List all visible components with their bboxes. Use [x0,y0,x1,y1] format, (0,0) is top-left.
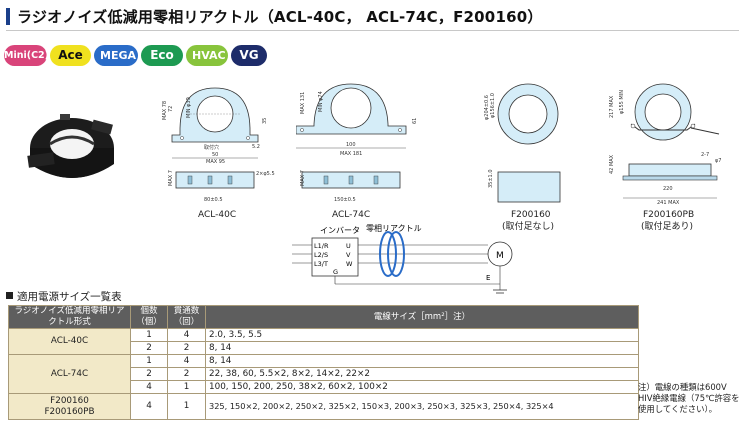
cell-count: 2 [130,341,168,355]
table-row: 2 2 22, 38, 60, 5.5×2, 8×2, 14×2, 22×2 [9,367,639,381]
badge-eco[interactable]: Eco [141,45,183,66]
page-title: ラジオノイズ低減用零相リアクトル（ACL-40C， ACL-74C，F20016… [17,8,543,26]
model-acl40c: ACL-40C [8,328,131,355]
dim-max181: MAX 181 [340,151,362,157]
caption-f200160pb-sub: (取付足あり) [641,221,693,232]
dim-hole-label: 取付穴 [204,144,219,151]
dim-50: 50 [212,152,218,158]
terminal-l1r: L1/R [314,242,329,250]
cell-turns: 4 [167,328,206,342]
title-divider [6,30,739,31]
terminal-w: W [346,260,353,268]
dim-max7-74: MAX 7 [300,170,306,186]
heading-square-icon [6,292,13,299]
page-header: ラジオノイズ低減用零相リアクトル（ACL-40C， ACL-74C，F20016… [0,0,745,32]
dim-100: 100 [346,142,356,148]
label-inverter: インバータ [320,226,360,235]
drawing-f200160: φ204±0.6 φ156±1.0 35±1.0 F200160 (取付足なし) [484,83,561,232]
dim-35-f: 35±1.0 [488,169,494,188]
caption-acl74c: ACL-74C [332,210,370,220]
cell-wire: 22, 38, 60, 5.5×2, 8×2, 14×2, 22×2 [205,367,639,381]
product-photo [27,114,114,178]
dim-2-7: 2-7 [701,152,709,158]
dim-5-2: 5.2 [252,144,260,150]
cell-count: 1 [130,354,168,368]
model-f200160: F200160 F200160PB [8,393,131,420]
cell-count: 4 [130,380,168,394]
dim-150: 150±0.5 [334,197,356,203]
cell-turns: 1 [167,380,206,394]
table-row: 4 1 100, 150, 200, 250, 38×2, 60×2, 100×… [9,380,639,394]
dim-max95: MAX 95 [206,159,225,165]
dim-241max: 241 MAX [657,200,680,206]
terminal-l3t: L3/T [314,260,328,268]
cell-wire: 8, 14 [205,341,639,355]
wiring-diagram: インバータ 零相リアクトル L1/R L2/S L3/T U V W G M E [292,223,513,294]
dim-217max: 217 MAX [609,95,615,118]
model-acl74c: ACL-74C [8,354,131,394]
terminal-u: U [346,242,351,250]
cell-turns: 2 [167,367,206,381]
badge-hvac[interactable]: HVAC [186,45,228,66]
dim-min39: MIN φ39 [186,97,192,118]
dim-min74: MIN φ74 [318,91,324,112]
dim-156: φ156±1.0 [490,93,496,118]
table-header-row: ラジオノイズ低減用零相リアクトル形式 個数（個） 貫通数（回） 電線サイズ［mm… [8,305,639,329]
table-row: ACL-74C 1 4 8, 14 [8,354,639,394]
table-row: F200160 F200160PB 4 1 325, 150×2, 200×2,… [8,393,639,420]
terminal-g: G [333,268,338,276]
label-reactor: 零相リアクトル [366,223,422,233]
dim-max131: MAX 131 [300,92,306,114]
cell-count: 4 [130,393,168,420]
caption-f200160-sub: (取付足なし) [502,221,554,232]
badge-vg[interactable]: VG [231,45,267,66]
badge-mega[interactable]: MEGA [94,45,138,66]
terminal-v: V [346,251,351,259]
dim-155min: φ155 MIN [619,90,625,114]
table-footnote: 注）電線の種類は600V HIV絶縁電線（75℃許容を使用してください）。 [638,382,740,414]
header-turns: 貫通数（回） [167,305,206,329]
table-row: ACL-40C 1 4 2.0, 3.5, 5.5 [8,328,639,355]
dim-61: 61 [412,118,418,124]
header-model: ラジオノイズ低減用零相リアクトル形式 [8,305,131,329]
caption-f200160: F200160 [511,210,551,220]
power-size-table: ラジオノイズ低減用零相リアクトル形式 個数（個） 貫通数（回） 電線サイズ［mm… [8,305,639,420]
caption-acl40c: ACL-40C [198,210,236,220]
cell-count: 2 [130,367,168,381]
cell-turns: 4 [167,354,206,368]
table-heading: 適用電源サイズ一覧表 [6,289,122,304]
badge-mini-c2[interactable]: Mini(C2) [4,45,49,66]
cell-turns: 1 [167,393,206,420]
dim-80: 80±0.5 [204,197,223,203]
cell-wire: 8, 14 [205,354,639,368]
table-heading-text: 適用電源サイズ一覧表 [17,291,122,303]
header-wire-size: 電線サイズ［mm²］注） [205,305,639,329]
earth-label: E [486,274,490,282]
cell-wire: 100, 150, 200, 250, 38×2, 60×2, 100×2 [205,380,639,394]
dim-2x5-5: 2×φ5.5 [256,171,275,177]
drawing-f200160pb: 217 MAX φ155 MIN 2-7 φ7 42 MAX 220 241 M… [609,83,721,232]
dim-max78: MAX 78 [162,101,168,120]
motor-symbol: M [496,251,504,261]
table-row: 2 2 8, 14 [9,341,639,355]
dim-220: 220 [663,186,673,192]
cell-turns: 2 [167,341,206,355]
terminal-l2s: L2/S [314,251,328,259]
dim-phi7: φ7 [715,158,721,164]
dim-35: 35 [262,118,268,124]
header-count: 個数（個） [130,305,168,329]
cell-wire: 325, 150×2, 200×2, 250×2, 325×2, 150×3, … [205,393,639,420]
title-accent-bar [6,8,10,25]
dim-204: φ204±0.6 [484,95,490,120]
drawing-acl74c: MAX 131 MIN φ74 61 100 MAX 181 MAX 7 150… [296,83,418,220]
cell-wire: 2.0, 3.5, 5.5 [205,328,639,342]
dim-max7: MAX 7 [168,170,174,186]
dim-72: 72 [168,106,174,112]
dim-42max: 42 MAX [609,154,615,174]
series-badges: Mini(C2) Ace MEGA Eco HVAC VG [4,45,267,66]
caption-f200160pb: F200160PB [643,210,694,220]
badge-ace[interactable]: Ace [50,45,91,66]
cell-count: 1 [130,328,168,342]
drawing-acl40c: MAX 78 72 MIN φ39 35 5.2 取付穴 50 MAX 95 2… [162,87,275,220]
